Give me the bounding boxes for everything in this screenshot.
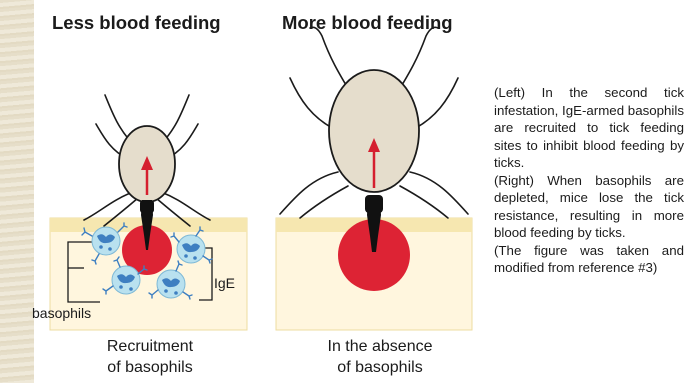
left-panel-caption: Recruitment of basophils — [50, 336, 250, 378]
left-panel-title: Less blood feeding — [52, 12, 221, 34]
description-source-note: (The figure was taken and modified from … — [494, 242, 684, 277]
right-panel-caption: In the absence of basophils — [280, 336, 480, 378]
left-caption-line-1: Recruitment — [50, 336, 250, 357]
right-caption-line-2: of basophils — [280, 357, 480, 378]
ige-label: IgE — [214, 275, 235, 291]
right-caption-line-1: In the absence — [280, 336, 480, 357]
figure-description: (Left) In the second tick infestation, I… — [494, 84, 684, 277]
right-panel-title: More blood feeding — [282, 12, 453, 34]
basophils-label: basophils — [32, 305, 91, 321]
description-left-paragraph: (Left) In the second tick infestation, I… — [494, 84, 684, 172]
left-caption-line-2: of basophils — [50, 357, 250, 378]
description-right-paragraph: (Right) When basophils are depleted, mic… — [494, 172, 684, 242]
